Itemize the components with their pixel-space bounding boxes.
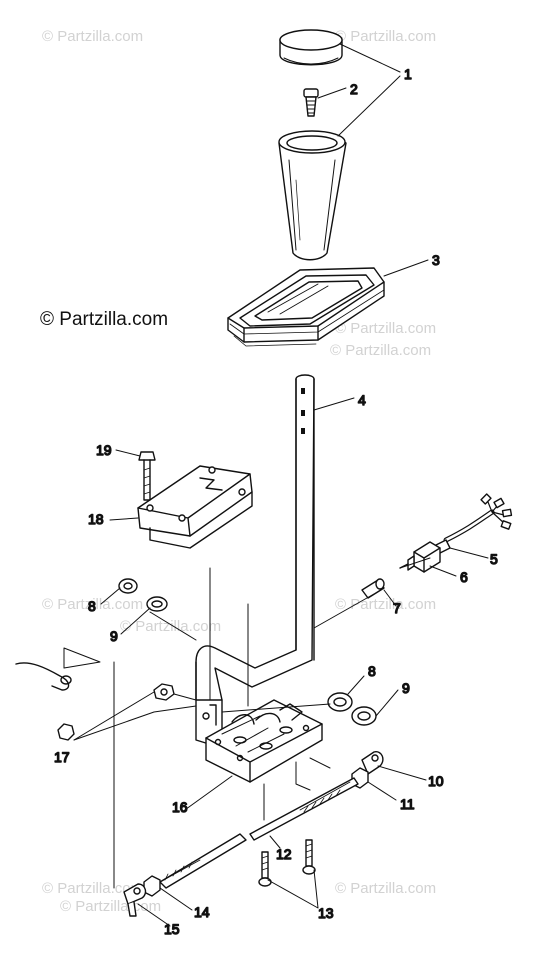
callout-2: 2 [350,81,358,97]
watermark: © Partzilla.com [42,28,144,45]
grip [278,130,347,261]
shift-rod [159,777,359,889]
shift-base [205,699,323,783]
knob-screw [303,88,319,117]
rod-end [361,751,384,775]
shift-arm [195,374,315,749]
bushing [146,596,168,612]
callout-16: 16 [172,799,188,815]
callout-10: 10 [428,773,444,789]
callout-3: 3 [432,252,440,268]
callout-4: 4 [358,392,366,408]
callout-8b: 8 [368,663,376,679]
washer [118,578,138,594]
shift-knob [279,29,343,66]
callout-14: 14 [194,904,210,920]
callout-8a: 8 [88,598,96,614]
wire-harness [433,493,513,555]
callout-18: 18 [88,511,104,527]
callout-15: 15 [164,921,180,937]
callout-19: 19 [96,442,112,458]
spacer [361,578,385,599]
cover-bolt [138,451,156,501]
callout-5: 5 [490,551,498,567]
jam-nut [143,875,161,897]
boot [227,267,385,347]
callout-1: 1 [404,66,412,82]
cover-plate [137,465,253,549]
bolt [302,839,316,875]
watermark-main: © Partzilla.com [40,309,169,330]
nut-clip [15,662,175,741]
callout-6: 6 [460,569,468,585]
watermark: © Partzilla.com [335,880,437,897]
watermark: © Partzilla.com [335,28,437,45]
watermark: © Partzilla.com [42,880,144,897]
watermark: © Partzilla.com [42,596,144,613]
callout-13: 13 [318,905,334,921]
ball-joint [123,883,147,917]
callout-7: 7 [393,600,401,616]
callout-9a: 9 [110,628,118,644]
watermark: © Partzilla.com [335,596,437,613]
callout-9b: 9 [402,680,410,696]
callout-11: 11 [400,796,415,812]
watermark: © Partzilla.com [330,342,432,359]
bushing [351,706,377,726]
callout-12: 12 [276,846,292,862]
callout-17: 17 [54,749,70,765]
watermark: © Partzilla.com [335,320,437,337]
watermark: © Partzilla.com [120,618,222,635]
leader-lines [73,43,489,927]
washer [327,692,353,712]
bolt [258,851,272,887]
